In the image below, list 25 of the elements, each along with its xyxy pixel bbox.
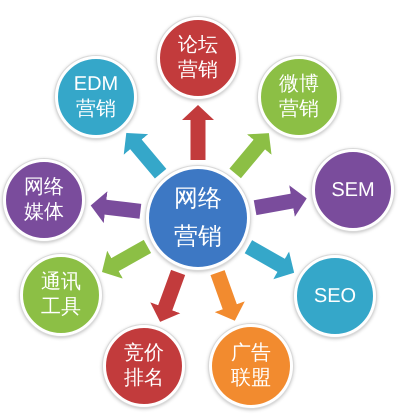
block-arrow <box>90 191 142 224</box>
node-label: EDM营销 <box>72 72 120 122</box>
block-arrow <box>210 270 245 324</box>
topic-circle <box>209 324 293 408</box>
topic-circle <box>3 159 85 241</box>
node-label: 微博营销 <box>278 72 320 122</box>
topic-circle <box>55 56 137 138</box>
node-label: 通讯工具 <box>40 270 82 320</box>
block-arrow <box>254 185 308 217</box>
topic-circle <box>258 56 340 138</box>
node-label: 竞价排名 <box>123 341 165 391</box>
topic-circle <box>294 255 376 337</box>
topic-circle <box>312 149 394 231</box>
node-label: SEO <box>314 284 356 308</box>
node-label: 论坛营销 <box>177 33 219 83</box>
block-arrow <box>150 270 186 324</box>
node-label: SEM <box>331 178 375 202</box>
block-arrow <box>182 105 214 160</box>
topic-circle <box>103 325 185 407</box>
topic-circle <box>20 254 102 336</box>
topic-circle <box>157 17 239 99</box>
node-label: 网络营销 <box>173 184 223 252</box>
node-label: 网络媒体 <box>23 175 65 225</box>
hub-circle <box>146 166 250 270</box>
node-label: 广告联盟 <box>230 341 272 391</box>
